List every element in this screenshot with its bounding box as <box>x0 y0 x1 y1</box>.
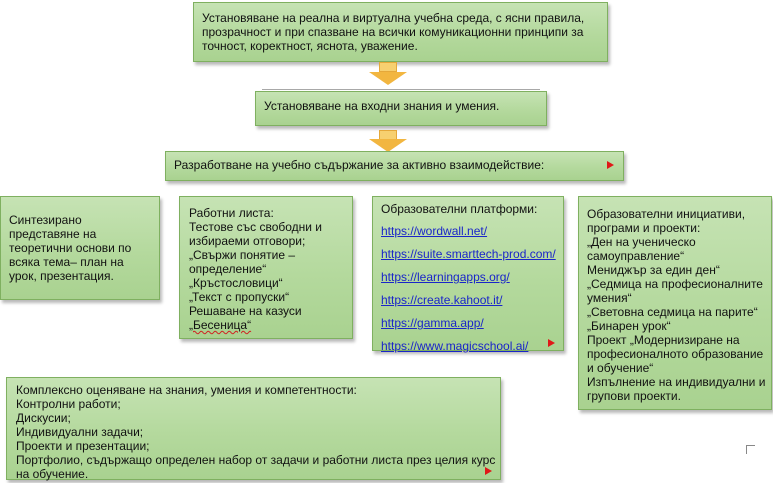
synth-box: Синтезирано представяне на теоретични ос… <box>0 196 160 300</box>
worksheets-line: „Свържи понятие – <box>189 248 296 262</box>
worksheets-line: определение“ <box>189 262 267 276</box>
initiatives-line: Проект „Модернизиране на <box>587 333 740 347</box>
worksheets-line: „Кръстословици“ <box>189 276 283 290</box>
assessment-line: Комплексно оценяване на знания, умения и… <box>16 383 357 397</box>
synth-box-line: урок, презентация. <box>9 269 114 283</box>
assessment-line: Проекти и презентации; <box>16 439 150 453</box>
assessment-line: Портфолио, съдържащо определен набор от … <box>16 453 496 467</box>
initiatives-line: професионалното образование <box>587 347 764 361</box>
top-box-line: Установяване на реална и виртуална учебн… <box>202 11 585 25</box>
assessment-line: Индивидуални задачи; <box>16 425 144 439</box>
initiatives-line: и обучение“ <box>587 361 654 375</box>
initiatives-line: „Ден на ученическо <box>587 235 696 249</box>
synth-box-line: теоретични основи по <box>9 241 132 255</box>
platform-link-magicschool[interactable]: https://www.magicschool.ai/ <box>381 339 529 353</box>
platform-link-gamma[interactable]: https://gamma.app/ <box>381 316 484 330</box>
platforms-title: Образователни платформи: <box>381 202 538 216</box>
top-box-line: точност, коректност, яснота, уважение. <box>202 39 418 53</box>
initiatives-line: „Световна седмица на парите“ <box>587 305 758 319</box>
synth-box-line: представяне на <box>9 227 97 241</box>
initiatives-line: Образователни инициативи, <box>587 207 746 221</box>
synth-box-line: Синтезирано <box>9 213 82 227</box>
initiatives-line: „Бинарен урок“ <box>587 319 671 333</box>
worksheets-line: „Текст с пропуски“ <box>189 290 290 304</box>
top-box: Установяване на реална и виртуална учебн… <box>193 2 608 62</box>
initiatives-line: Мениджър за един ден“ <box>587 263 720 277</box>
platform-link-smarttech[interactable]: https://suite.smarttech-prod.com/ <box>381 247 556 261</box>
worksheets-line: Тестове със свободни и <box>189 220 323 234</box>
assessment-line: Дискусии; <box>16 411 71 425</box>
assessment-line: на обучение. <box>16 467 89 481</box>
platform-link-learningapps[interactable]: https://learningapps.org/ <box>381 270 510 284</box>
initiatives-line: самоуправление“ <box>587 249 685 263</box>
worksheets-line: „Бесеница“ <box>189 318 252 332</box>
assessment-line: Контролни работи; <box>16 397 121 411</box>
worksheets-line: избираеми отговори; <box>189 234 306 248</box>
initiatives-line: Изпълнение на индивидуални и <box>587 375 766 389</box>
content-box-text: Разработване на учебно съдържание за акт… <box>174 158 545 172</box>
divider-line <box>262 89 540 90</box>
red-triangle-marker-icon <box>607 161 614 169</box>
worksheets-box: Работни листа: Тестове със свободни и из… <box>179 196 353 339</box>
initiatives-line: програми и проекти: <box>587 221 701 235</box>
assessment-box: Комплексно оценяване на знания, умения и… <box>6 377 501 481</box>
initiatives-line: групови проекти. <box>587 389 681 403</box>
worksheets-line: Работни листа: <box>189 206 274 220</box>
worksheets-line: Решаване на казуси <box>189 304 302 318</box>
initiatives-line: умения“ <box>587 291 632 305</box>
initiatives-line: „Седмица на професионалните <box>587 277 763 291</box>
content-box: Разработване на учебно съдържание за акт… <box>165 151 624 181</box>
red-triangle-marker-icon <box>485 467 492 475</box>
initiatives-box: Образователни инициативи, програми и про… <box>578 196 772 410</box>
corner-mark <box>746 445 755 454</box>
red-triangle-marker-icon <box>548 339 555 347</box>
synth-box-line: всяка тема– план на <box>9 255 124 269</box>
platform-link-kahoot[interactable]: https://create.kahoot.it/ <box>381 293 503 307</box>
platforms-box: Образователни платформи: https://wordwal… <box>372 196 564 353</box>
platform-link-wordwall[interactable]: https://wordwall.net/ <box>381 224 488 238</box>
input-box: Установяване на входни знания и умения. <box>255 91 547 126</box>
top-box-line: прозрачност и при спазване на всички ком… <box>202 25 584 39</box>
input-box-text: Установяване на входни знания и умения. <box>264 99 500 113</box>
